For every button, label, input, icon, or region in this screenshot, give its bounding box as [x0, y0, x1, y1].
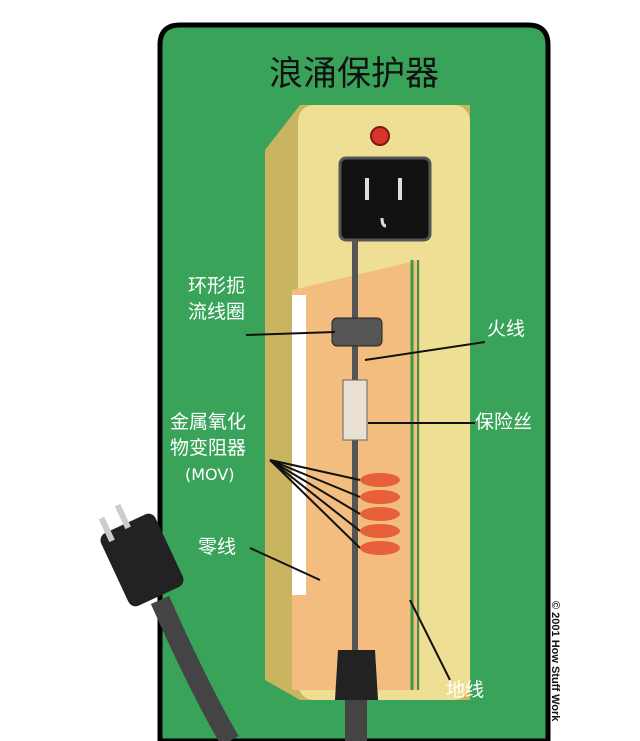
mov-stack	[360, 473, 400, 555]
neutral-wire-label: 零线	[198, 536, 237, 558]
indicator-light	[370, 126, 390, 146]
cord-grommet	[335, 650, 378, 700]
mov-label-2: 物变阻器	[170, 437, 247, 459]
copyright: © 2001 How Stuff Work	[549, 601, 561, 722]
leader-lines	[245, 331, 486, 681]
toroid-label-1: 环形扼	[188, 275, 246, 297]
fuse	[342, 379, 368, 441]
mov-label-1: 金属氧化	[170, 411, 247, 433]
mov-label-3: (MOV)	[185, 465, 235, 484]
toroid-label-2: 流线圈	[188, 301, 246, 323]
hot-wire-label: 火线	[487, 318, 526, 340]
ground-wire-label: 地线	[446, 679, 485, 701]
fuse-label: 保险丝	[475, 411, 533, 433]
toroid-choke	[331, 317, 383, 347]
plug-icon	[98, 503, 184, 607]
page-title: 浪涌保护器	[269, 54, 439, 94]
neutral-wire-strip	[292, 295, 306, 595]
outlet	[338, 156, 432, 242]
